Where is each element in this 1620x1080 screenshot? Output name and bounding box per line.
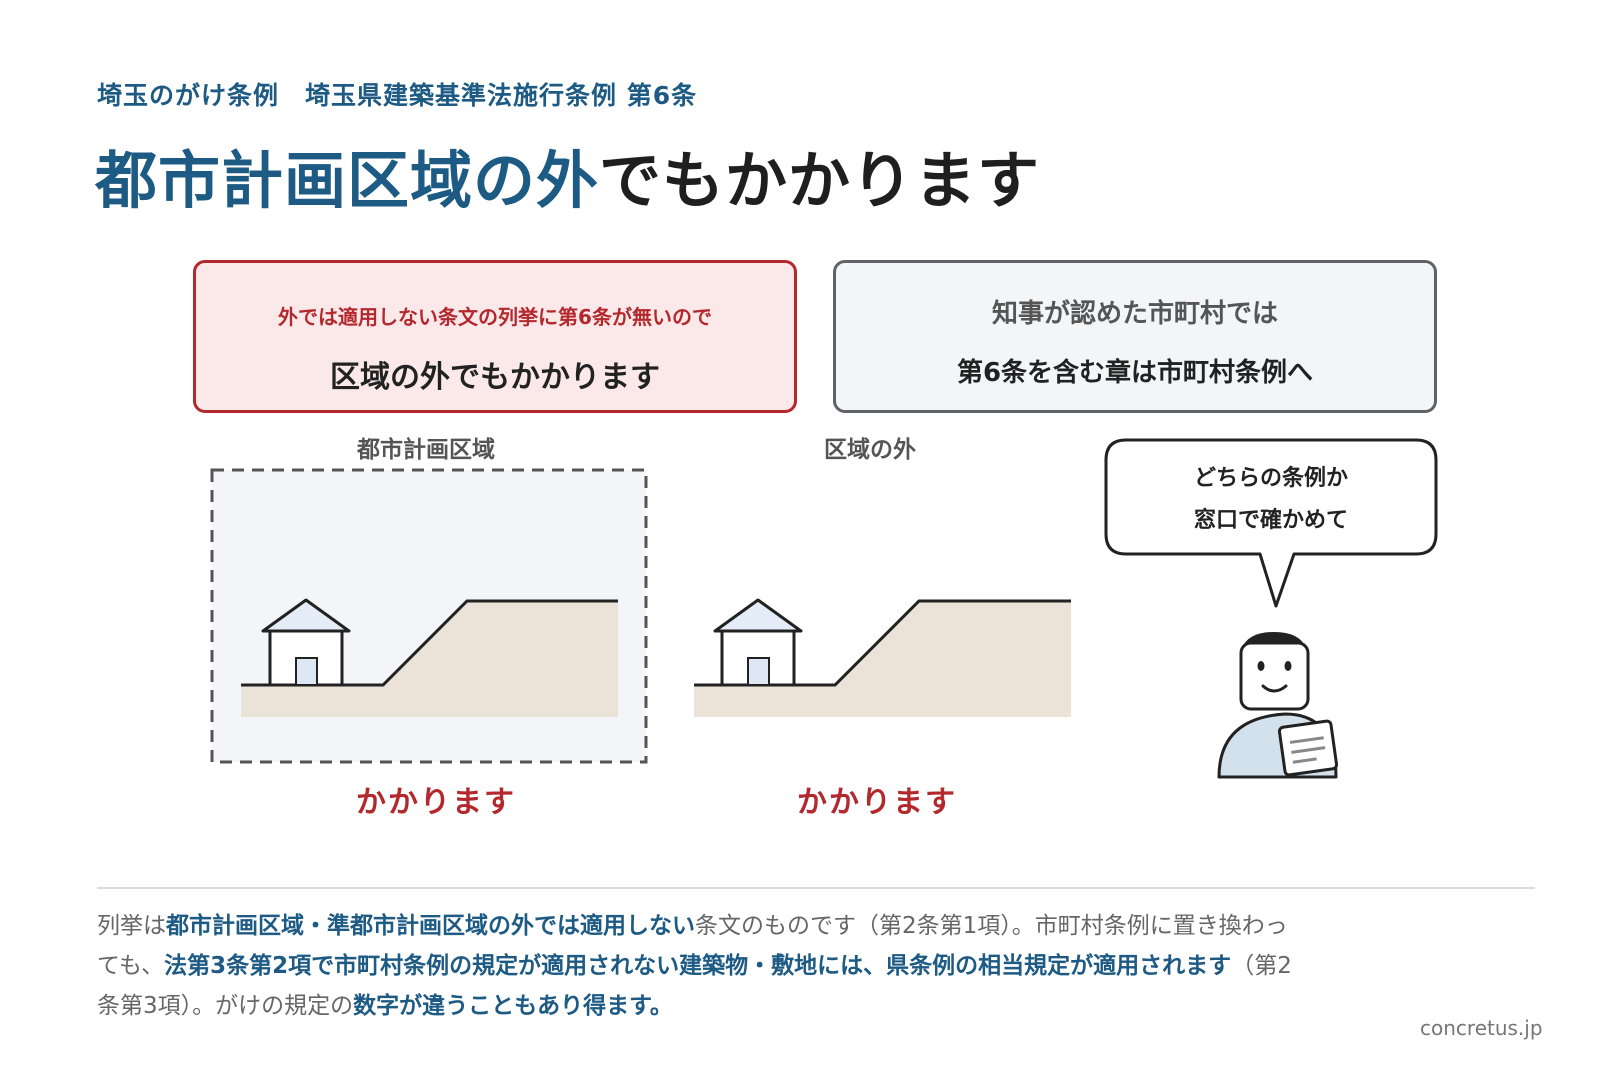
footer-text-1: 列挙は (97, 913, 166, 939)
right-callout-box: 知事が認めた市町村では 第6条を含む章は市町村条例へ (833, 260, 1437, 413)
right-ground (694, 601, 1071, 717)
kicker: 埼玉のがけ条例 埼玉県建築基準法施行条例 第6条 (97, 81, 698, 110)
city-planning-area-scene (210, 468, 648, 764)
divider (97, 887, 1535, 889)
page-title: 都市計画区域の外でもかかります (95, 130, 1040, 220)
title-highlight: 都市計画区域の外 (95, 144, 600, 217)
site-credit: concretus.jp (1420, 1016, 1543, 1040)
right-callout-line2: 第6条を含む章は市町村条例へ (956, 358, 1314, 388)
left-callout-note: 外では適用しない条文の列挙に第6条が無いので (278, 305, 712, 329)
document-icon (1277, 719, 1339, 777)
footer-note: 列挙は都市計画区域・準都市計画区域の外では適用しない条文のものです（第2条第1項… (97, 906, 1297, 1026)
footer-bold-3: 数字が違うこともあり得ます。 (353, 993, 673, 1019)
house-icon (713, 598, 803, 687)
left-ground (241, 601, 618, 717)
outside-area-scene (694, 598, 1071, 717)
left-callout-main: 区域の外でもかかります (330, 360, 660, 395)
house-icon (261, 598, 351, 687)
scene-right-result: かかります (797, 785, 957, 820)
scene-left-result: かかります (356, 785, 516, 820)
speech-text: どちらの条例か 窓口で確かめて (1106, 458, 1436, 542)
right-callout-line1: 知事が認めた市町村では (991, 299, 1278, 329)
title-rest: でもかかります (599, 144, 1041, 217)
speech-line1: どちらの条例か (1193, 466, 1348, 491)
speech-line2: 窓口で確かめて (1193, 508, 1348, 533)
footer-text-3: （第2条第3項）。がけの規定の (97, 953, 1292, 1019)
footer-bold-2: 法第3条第2項で市町村条例の規定が適用されない建築物・敷地には、県条例の相当規定… (164, 953, 1232, 979)
person-icon (1217, 632, 1339, 779)
speech-bubble (1104, 438, 1438, 608)
footer-bold-1: 都市計画区域・準都市計画区域の外では適用しない (166, 913, 695, 939)
footer-text-2: 条文のものです（第2条第1項）。市町村条例に置き換わっても、 (97, 913, 1288, 979)
left-callout-box: 外では適用しない条文の列挙に第6条が無いので 区域の外でもかかります (193, 260, 797, 413)
scene-left-label: 都市計画区域 (357, 437, 495, 463)
scene-right-label: 区域の外 (824, 437, 916, 463)
